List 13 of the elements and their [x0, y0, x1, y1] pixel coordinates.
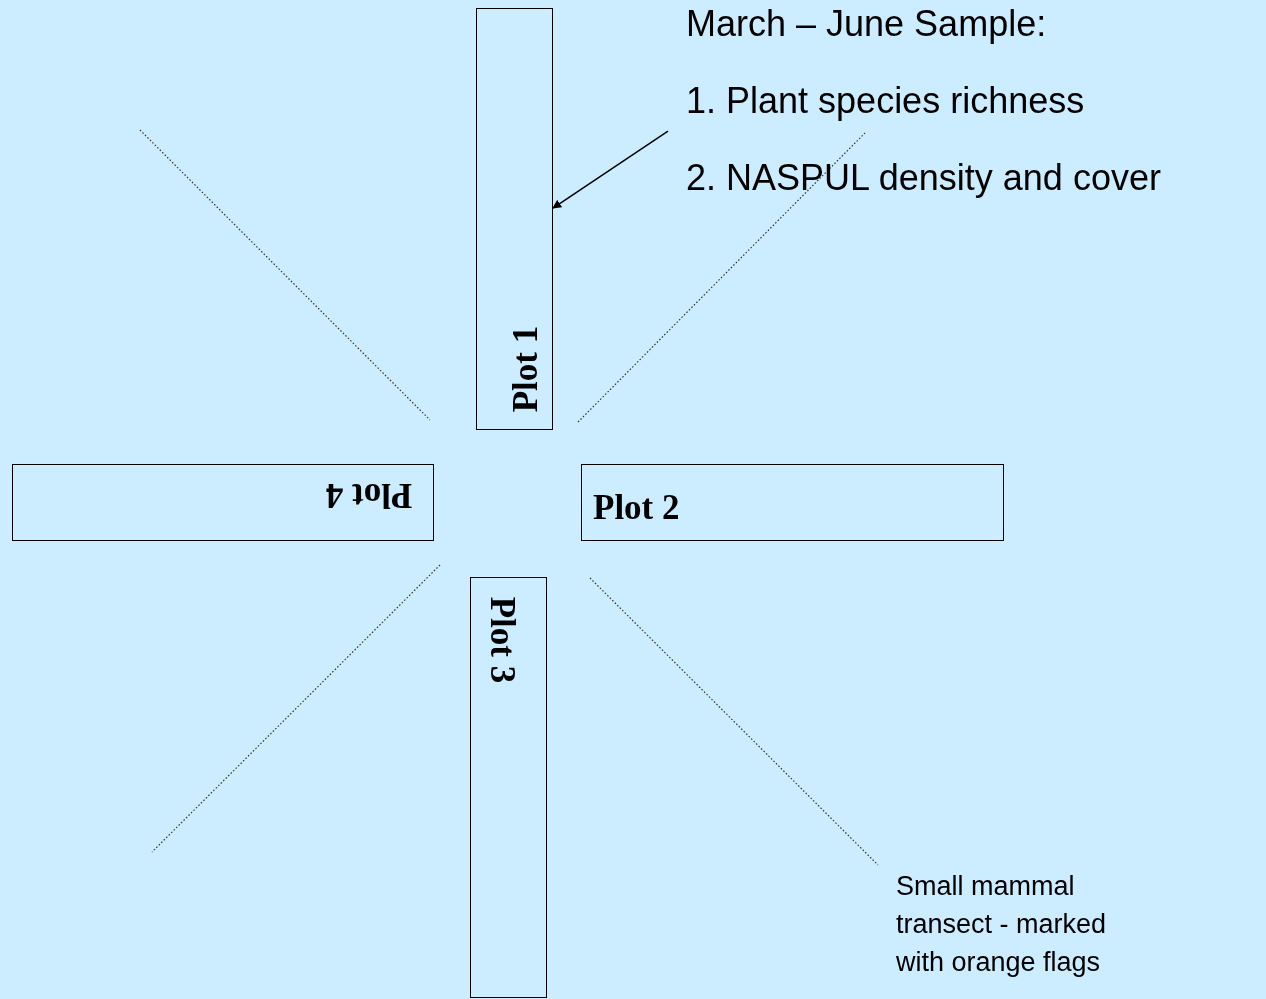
plot-box — [476, 8, 553, 430]
sample-item: 2. NASPUL density and cover — [686, 158, 1162, 200]
arrow — [552, 130, 669, 209]
sample-item: 1. Plant species richness — [686, 81, 1086, 123]
sample-heading: March – June Sample: — [686, 4, 1048, 46]
plot-box — [581, 464, 1004, 541]
plot-box — [470, 577, 547, 998]
plot-label: Plot 4 — [325, 475, 413, 515]
plot-label: Plot 3 — [482, 596, 522, 684]
plot-box — [12, 464, 434, 541]
plot-label: Plot 1 — [506, 325, 546, 413]
plot-label: Plot 2 — [593, 488, 680, 528]
transect-note: Small mammal transect - marked with orange flags — [896, 870, 1108, 979]
